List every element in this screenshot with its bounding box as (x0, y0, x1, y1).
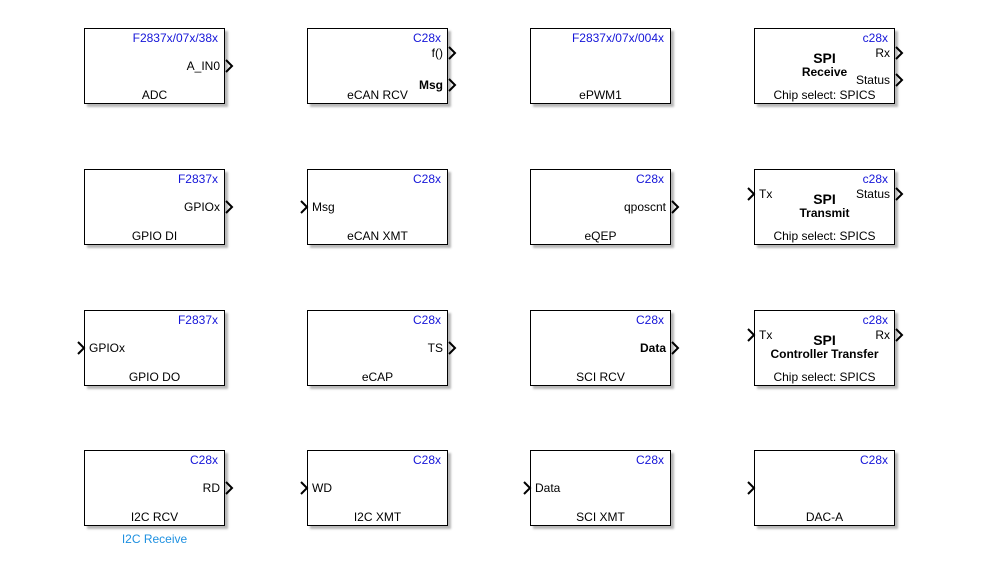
block-subtitle: Transmit (799, 206, 850, 220)
block-ecan-rcv[interactable]: C28x eCAN RCV f() Msg (307, 28, 457, 104)
block-subtitle: Receive (801, 65, 848, 79)
target-tag: C28x (412, 31, 441, 45)
block-epwm1[interactable]: F2837x/07x/004x ePWM1 (530, 28, 671, 104)
block-name: GPIO DO (128, 370, 181, 384)
target-tag: C28x (412, 453, 441, 467)
outport-icon[interactable] (225, 481, 234, 495)
inport-label: GPIOx (89, 341, 126, 355)
block-subtitle: Controller Transfer (770, 347, 879, 361)
target-tag: c28x (862, 313, 888, 327)
outport-icon[interactable] (448, 78, 457, 92)
inport-icon[interactable] (747, 187, 756, 201)
outport-icon[interactable] (225, 59, 234, 73)
block-name: ADC (141, 88, 168, 102)
block-name: DAC-A (805, 510, 844, 524)
target-tag: F2837x (177, 313, 218, 327)
outport-label: RD (202, 481, 220, 495)
target-tag: C28x (412, 172, 441, 186)
block-name: eCAN RCV (347, 88, 408, 102)
outport-icon[interactable] (448, 46, 457, 60)
target-tag: C28x (412, 313, 441, 327)
target-tag: F2837x/07x/004x (571, 31, 664, 45)
outport-label: A_IN0 (186, 59, 220, 73)
outport-label: Status (855, 73, 890, 87)
block-annotation: I2C Receive (121, 532, 188, 546)
outport-label: GPIOx (183, 200, 220, 214)
outport-icon[interactable] (225, 200, 234, 214)
outport-icon[interactable] (671, 200, 680, 214)
outport-label: TS (427, 341, 443, 355)
outport-icon[interactable] (895, 73, 904, 87)
inport-icon[interactable] (300, 481, 309, 495)
inport-label: Tx (759, 328, 773, 342)
block-name: eCAP (361, 370, 394, 384)
block-name: I2C RCV (130, 510, 179, 524)
target-tag: c28x (862, 172, 888, 186)
target-tag: C28x (189, 453, 218, 467)
block-name: I2C XMT (353, 510, 402, 524)
block-title-main: SPI (813, 191, 836, 207)
block-ecan-xmt[interactable]: C28x eCAN XMT Msg (300, 169, 448, 245)
inport-label: Data (535, 481, 561, 495)
outport-label: Msg (419, 78, 443, 92)
block-name: Chip select: SPICS (773, 370, 876, 384)
block-name: GPIO DI (131, 229, 178, 243)
target-tag: F2837x (177, 172, 218, 186)
block-title-main: SPI (813, 50, 836, 66)
inport-label: WD (312, 481, 332, 495)
target-tag: C28x (859, 453, 888, 467)
target-tag: F2837x/07x/38x (132, 31, 218, 45)
inport-icon[interactable] (523, 481, 532, 495)
outport-icon[interactable] (895, 328, 904, 342)
target-tag: c28x (862, 31, 888, 45)
block-name: ePWM1 (579, 88, 622, 102)
outport-label: qposcnt (623, 200, 666, 214)
block-eqep[interactable]: C28x eQEP qposcnt (530, 169, 680, 245)
inport-icon[interactable] (747, 328, 756, 342)
inport-icon[interactable] (77, 341, 86, 355)
target-tag: C28x (635, 453, 664, 467)
inport-label: Tx (759, 187, 773, 201)
block-name: Chip select: SPICS (773, 88, 876, 102)
block-name: eQEP (584, 229, 617, 243)
outport-icon[interactable] (448, 341, 457, 355)
outport-icon[interactable] (895, 46, 904, 60)
block-name: SCI RCV (576, 370, 625, 384)
block-ecap[interactable]: C28x eCAP TS (307, 310, 457, 386)
block-name: Chip select: SPICS (773, 229, 876, 243)
outport-label: Status (855, 187, 890, 201)
inport-label: Msg (312, 200, 335, 214)
inport-icon[interactable] (747, 481, 756, 495)
outport-label: Rx (875, 46, 890, 60)
outport-label: f() (431, 46, 443, 60)
outport-icon[interactable] (895, 187, 904, 201)
block-title-main: SPI (813, 332, 836, 348)
outport-label: Rx (875, 328, 890, 342)
outport-label: Data (639, 341, 666, 355)
target-tag: C28x (635, 313, 664, 327)
block-name: eCAN XMT (347, 229, 408, 243)
target-tag: C28x (635, 172, 664, 186)
block-name: SCI XMT (576, 510, 625, 524)
inport-icon[interactable] (300, 200, 309, 214)
outport-icon[interactable] (671, 341, 680, 355)
